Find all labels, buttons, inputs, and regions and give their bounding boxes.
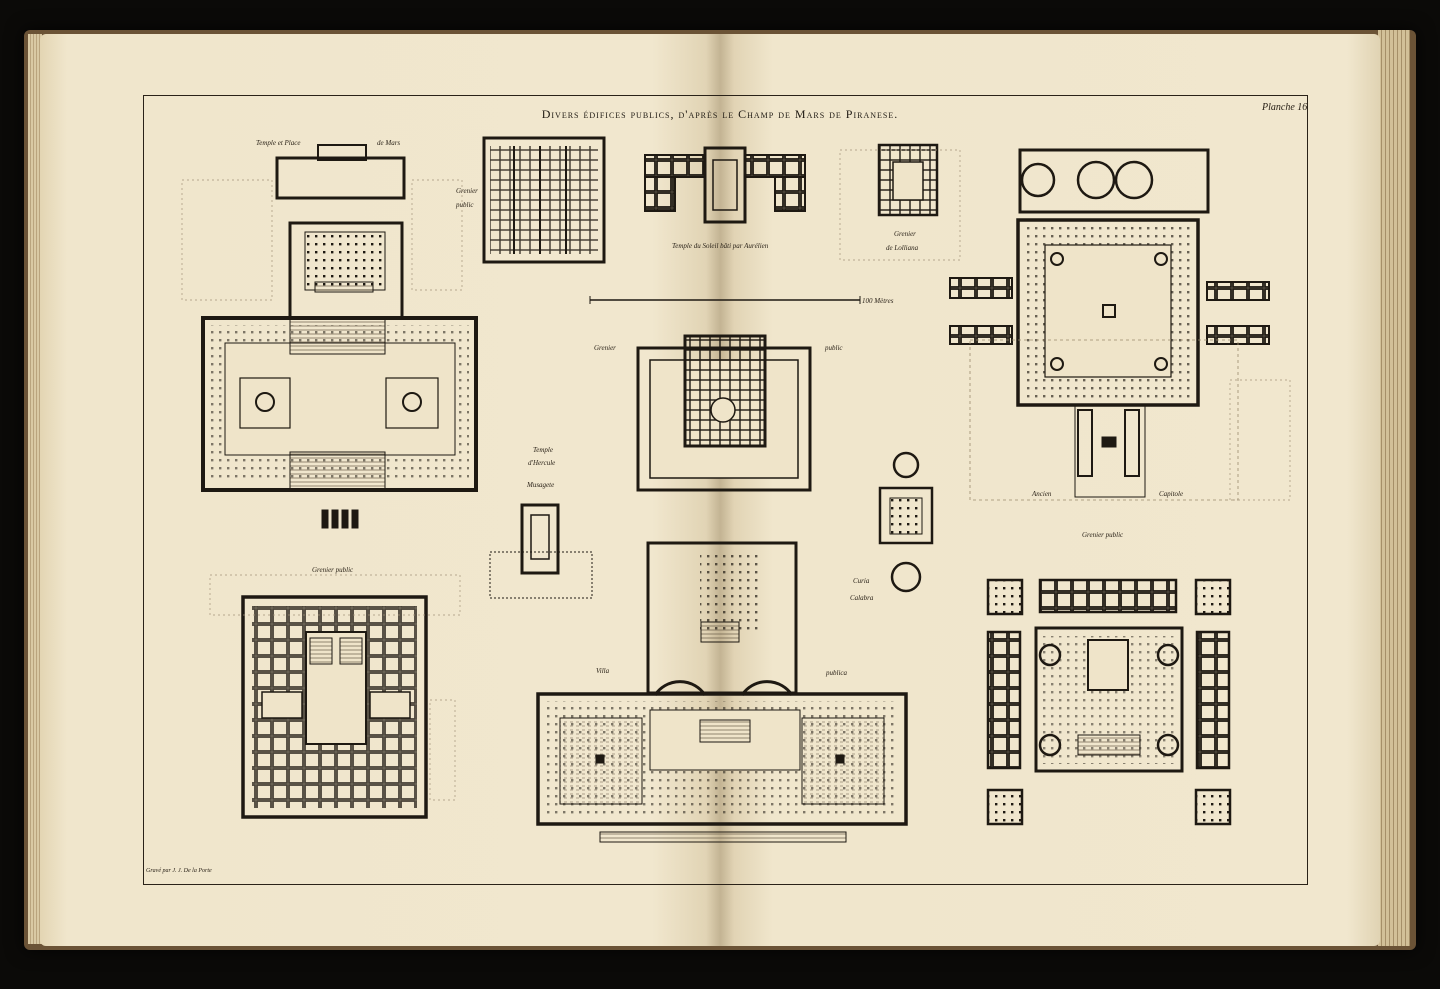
plan-temple-soleil bbox=[644, 146, 806, 224]
label-villa-publica-b: publica bbox=[826, 669, 847, 677]
label-villa-publica-a: Villa bbox=[596, 667, 610, 675]
label-grenier-public-2b: public bbox=[825, 344, 843, 352]
plate-number: Planche 16 bbox=[1262, 102, 1308, 113]
label-temple-hercule-a: Temple bbox=[533, 446, 553, 454]
scale-bar bbox=[589, 296, 861, 304]
plate-title: Divers édifices publics, d'après le Cham… bbox=[541, 107, 899, 121]
engraver-credit: Gravé par J. J. De la Porte bbox=[146, 868, 212, 874]
page-edges-right bbox=[1378, 30, 1410, 946]
plan-grenier-public-2 bbox=[636, 334, 812, 492]
plan-grenier-lolliana bbox=[877, 143, 939, 217]
label-grenier-public-4: Grenier public bbox=[312, 566, 354, 574]
label-temple-hercule-c: Musagete bbox=[527, 481, 555, 489]
plan-grenier-public-3 bbox=[986, 578, 1232, 826]
label-temple-place-mars-a: Temple et Place bbox=[256, 139, 301, 147]
plan-temple-place-mars bbox=[201, 144, 478, 529]
label-temple-soleil: Temple du Soleil bâti par Aurélien bbox=[672, 242, 769, 250]
label-grenier-public-2a: Grenier bbox=[594, 344, 616, 352]
plan-curia-calabra bbox=[878, 451, 934, 593]
label-curia-calabra-a: Curia bbox=[853, 577, 870, 585]
label-temple-place-mars-b: de Mars bbox=[377, 139, 401, 147]
plan-grenier-public-4 bbox=[241, 595, 428, 819]
plan-ancien-capitole bbox=[949, 148, 1270, 501]
label-grenier-lolliana-a: Grenier bbox=[894, 230, 916, 238]
label-ancien-capitole-b: Capitole bbox=[1159, 490, 1184, 498]
plate-border bbox=[143, 95, 1308, 885]
label-grenier-public-3: Grenier public bbox=[1082, 531, 1124, 539]
label-temple-hercule-b: d'Hercule bbox=[528, 459, 556, 467]
scale-label: 100 Mètres bbox=[862, 297, 894, 305]
label-ancien-capitole-a: Ancien bbox=[1032, 490, 1052, 498]
label-grenier-lolliana-b: de Lolliana bbox=[886, 244, 919, 252]
label-grenier-public-1a: Grenier bbox=[456, 187, 478, 195]
label-grenier-public-1b: public bbox=[456, 201, 474, 209]
plan-grenier-public-1 bbox=[482, 136, 606, 264]
label-curia-calabra-b: Calabra bbox=[850, 594, 874, 602]
plan-temple-hercule bbox=[489, 503, 593, 599]
plan-villa-publica bbox=[536, 541, 908, 843]
page-edges-left bbox=[28, 34, 42, 944]
